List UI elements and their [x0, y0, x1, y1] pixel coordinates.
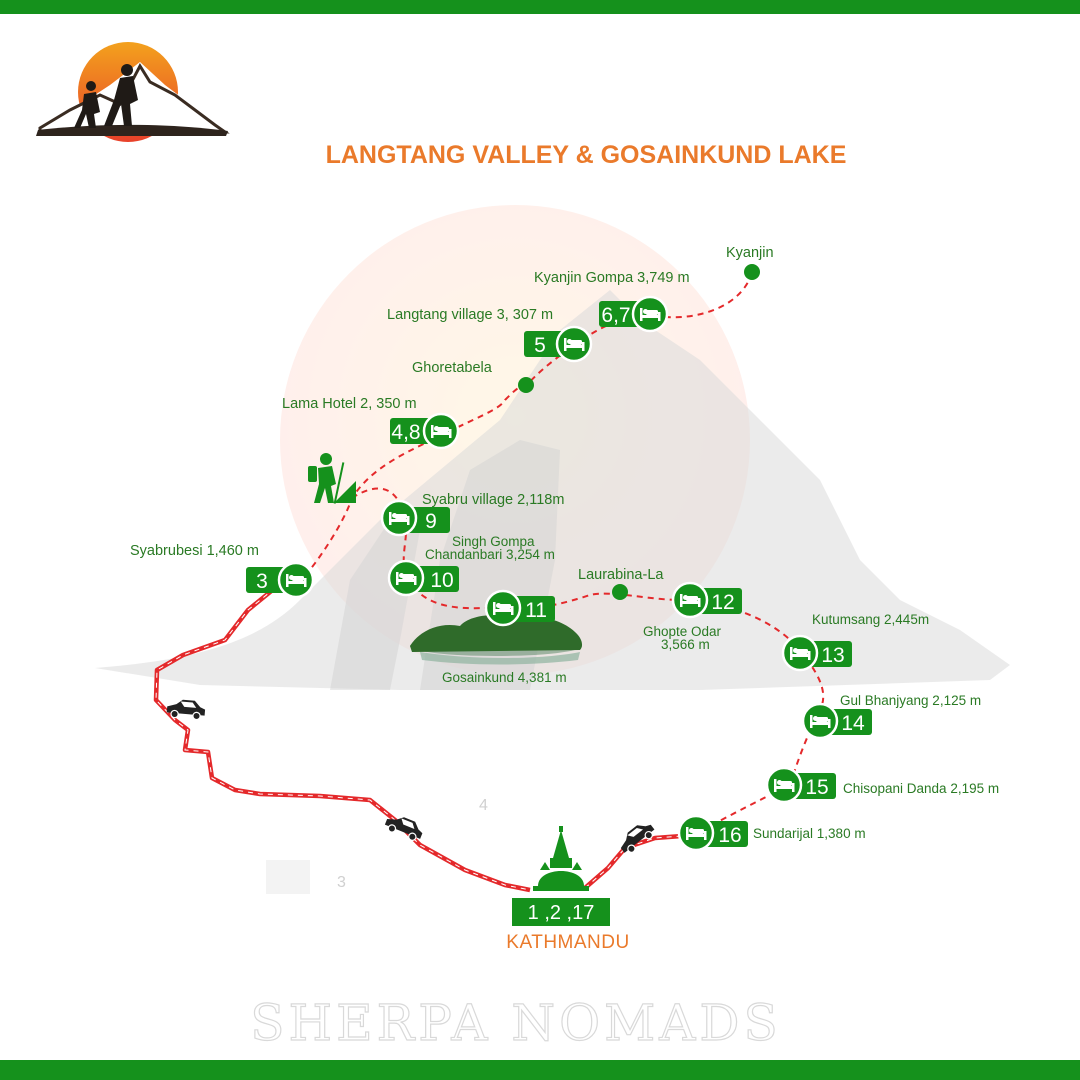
car-icon: [384, 817, 423, 841]
faint-square: [266, 860, 310, 894]
stop-marker-kutumsang[interactable]: 13: [781, 634, 852, 672]
road-center-dash-west: [155, 587, 531, 891]
car-icon: [166, 699, 206, 721]
trekker-icon: [308, 453, 356, 504]
page-title: LANGTANG VALLEY & GOSAINKUND LAKE: [326, 141, 847, 169]
label-kathmandu: KATHMANDU: [506, 932, 629, 953]
stop-marker-singh-gompa[interactable]: 10: [387, 559, 459, 597]
label-chisopani: Chisopani Danda 2,195 m: [843, 781, 999, 796]
kathmandu-days: 1 ,2 ,17: [528, 902, 595, 924]
kathmandu-days-tag[interactable]: [512, 898, 610, 926]
stop-marker-gul-bhanjyang[interactable]: 14: [801, 702, 872, 740]
waypoint-laurabina-dot: [612, 584, 628, 600]
stop-marker-ghopte-odar[interactable]: 12: [671, 581, 742, 619]
day-number: 16: [718, 824, 741, 847]
top-green-bar: [0, 0, 1080, 14]
label-gosainkund: Gosainkund 4,381 m: [442, 670, 567, 685]
label-laurabina-la: Laurabina-La: [578, 567, 664, 583]
day-number: 6,7: [601, 304, 630, 327]
stop-marker-gosainkund[interactable]: 11: [484, 589, 555, 627]
sherpa-nomads-watermark: SHERPA NOMADS: [250, 994, 781, 1052]
label-singh-gompa: Singh Gompa: [452, 534, 535, 549]
label-langtang-village: Langtang village 3, 307 m: [387, 307, 553, 323]
day-number: 3: [256, 570, 268, 593]
day-number: 15: [805, 776, 828, 799]
car-icon: [620, 824, 655, 853]
label-kyanjin: Kyanjin: [726, 245, 774, 261]
day-number: 4,8: [391, 421, 420, 444]
label-kutumsang: Kutumsang 2,445m: [812, 612, 929, 627]
day-number: 5: [534, 334, 546, 357]
stupa-icon: [533, 826, 589, 891]
label-sundarijal: Sundarijal 1,380 m: [753, 826, 866, 841]
stop-marker-kyanjin-gompa[interactable]: 6,7: [599, 295, 669, 333]
label-ghopte-odar-alt: 3,566 m: [661, 637, 710, 652]
stop-marker-langtang-village[interactable]: 5: [524, 325, 593, 363]
day-number: 9: [425, 510, 437, 533]
sherpa-nomads-logo: [36, 42, 230, 142]
stop-marker-syabru-village[interactable]: 9: [380, 499, 450, 537]
label-gul-bhanjyang: Gul Bhanjyang 2,125 m: [840, 693, 981, 708]
day-number: 11: [525, 599, 547, 622]
label-lama-hotel: Lama Hotel 2, 350 m: [282, 396, 417, 412]
stop-marker-chisopani[interactable]: 15: [765, 766, 836, 804]
faint-mark-3: 3: [337, 874, 346, 891]
day-number: 10: [430, 569, 453, 592]
stop-marker-lama-hotel[interactable]: 4,8: [390, 412, 460, 450]
label-chandanbari: Chandanbari 3,254 m: [425, 547, 555, 562]
faint-mark-4: 4: [479, 797, 488, 814]
waypoint-ghoretabela-dot: [518, 377, 534, 393]
stop-marker-syabrubesi[interactable]: 3: [246, 561, 315, 599]
label-ghoretabela: Ghoretabela: [412, 360, 493, 376]
waypoint-kyanjin-dot: [744, 264, 760, 280]
road-center-dash-east: [584, 835, 683, 889]
day-number: 14: [841, 712, 865, 735]
label-ghopte-odar: Ghopte Odar: [643, 624, 722, 639]
gosainkund-lake-illustration: [410, 615, 583, 665]
stop-marker-sundarijal[interactable]: 16: [677, 814, 748, 852]
label-kyanjin-gompa: Kyanjin Gompa 3,749 m: [534, 270, 690, 286]
bottom-green-bar: [0, 1060, 1080, 1080]
label-syabru-village: Syabru village 2,118m: [422, 492, 564, 508]
label-syabrubesi: Syabrubesi 1,460 m: [130, 543, 259, 559]
day-number: 12: [711, 591, 734, 614]
day-number: 13: [821, 644, 844, 667]
